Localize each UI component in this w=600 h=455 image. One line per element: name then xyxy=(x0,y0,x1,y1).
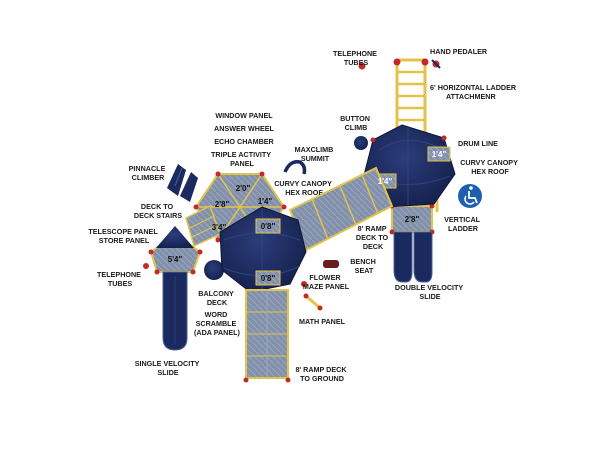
label-window-panel: WINDOW PANEL xyxy=(215,111,273,120)
button-climb xyxy=(354,136,368,150)
label-hand-pedaler: HAND PEDALER xyxy=(430,47,488,56)
label-telephone-tubes-left: TELEPHONE TUBES xyxy=(97,270,143,288)
height-left-right-tri: 1'4" xyxy=(258,197,273,206)
height-right-lower-deck: 2'8" xyxy=(405,215,420,224)
label-button-climb: BUTTON CLIMB xyxy=(340,114,372,132)
right-hex-top-deck xyxy=(427,146,451,162)
height-left-left-tri: 2'8" xyxy=(215,200,230,209)
label-horizontal-ladder: 6' HORIZONTAL LADDER ATTACHMENR xyxy=(430,83,518,101)
label-single-velocity: SINGLE VELOCITY SLIDE xyxy=(135,359,202,377)
label-telephone-tubes-top: TELEPHONE TUBES xyxy=(333,49,379,67)
single-velocity-slide xyxy=(162,271,188,351)
math-panel xyxy=(303,293,323,311)
height-right-hex-top: 1'4" xyxy=(432,150,447,159)
label-maxclimb-summit: MAXCLIMB SUMMIT xyxy=(295,145,336,163)
height-center-hex-bottom: 0'8" xyxy=(261,274,276,283)
label-ramp-to-ground: 8' RAMP DECK TO GROUND xyxy=(295,365,348,383)
label-triple-activity: TRIPLE ACTIVITY PANEL xyxy=(211,150,273,168)
label-telescope-panel: TELESCOPE PANEL STORE PANEL xyxy=(88,227,159,245)
label-answer-wheel: ANSWER WHEEL xyxy=(214,124,275,133)
bench-seat xyxy=(323,260,339,268)
balcony-deck xyxy=(204,260,224,280)
ramp-deck-to-ground xyxy=(243,289,291,383)
flower-maze-panel xyxy=(301,281,307,287)
label-pinnacle-climber: PINNACLE CLIMBER xyxy=(129,164,168,182)
label-balcony-deck: BALCONY DECK xyxy=(198,289,235,307)
label-double-velocity: DOUBLE VELOCITY SLIDE xyxy=(395,283,465,301)
double-velocity-slide xyxy=(393,231,433,283)
label-drum-line: DRUM LINE xyxy=(458,139,498,148)
height-center-hex-top: 0'8" xyxy=(261,222,276,231)
label-deck-to-deck-stairs: DECK TO DECK STAIRS xyxy=(134,202,182,220)
label-curvy-canopy-right: CURVY CANOPY HEX ROOF xyxy=(460,158,520,176)
height-left-top-tri: 2'0" xyxy=(236,184,251,193)
label-bench-seat: BENCH SEAT xyxy=(350,257,378,275)
label-flower-maze: FLOWER MAZE PANEL xyxy=(303,273,350,291)
height-right-hex-left: 1'4" xyxy=(378,177,393,186)
telephone-tube-top xyxy=(358,62,366,70)
label-vertical-ladder: VERTICAL LADDER xyxy=(444,215,482,233)
center-hex-top-deck xyxy=(255,218,281,234)
height-left-bottom-tri: 3'4" xyxy=(212,223,227,232)
label-ramp-deck-to-deck: 8' RAMP DECK TO DECK xyxy=(356,224,390,251)
label-curvy-canopy-center: CURVY CANOPY HEX ROOF xyxy=(274,179,334,197)
small-left-deck xyxy=(148,226,203,275)
label-word-scramble: WORD SCRAMBLE (ADA PANEL) xyxy=(194,310,241,337)
pinnacle-climber xyxy=(167,164,198,202)
center-hex-bottom-deck xyxy=(255,270,281,286)
hand-pedaler xyxy=(431,59,441,69)
telephone-tube-left xyxy=(143,263,149,269)
height-small-deck: 5'4" xyxy=(168,255,183,264)
wheelchair-accessibility-icon xyxy=(458,184,482,208)
maxclimb-summit xyxy=(283,159,307,175)
label-echo-chamber: ECHO CHAMBER xyxy=(214,137,274,146)
label-math-panel: MATH PANEL xyxy=(299,317,346,326)
